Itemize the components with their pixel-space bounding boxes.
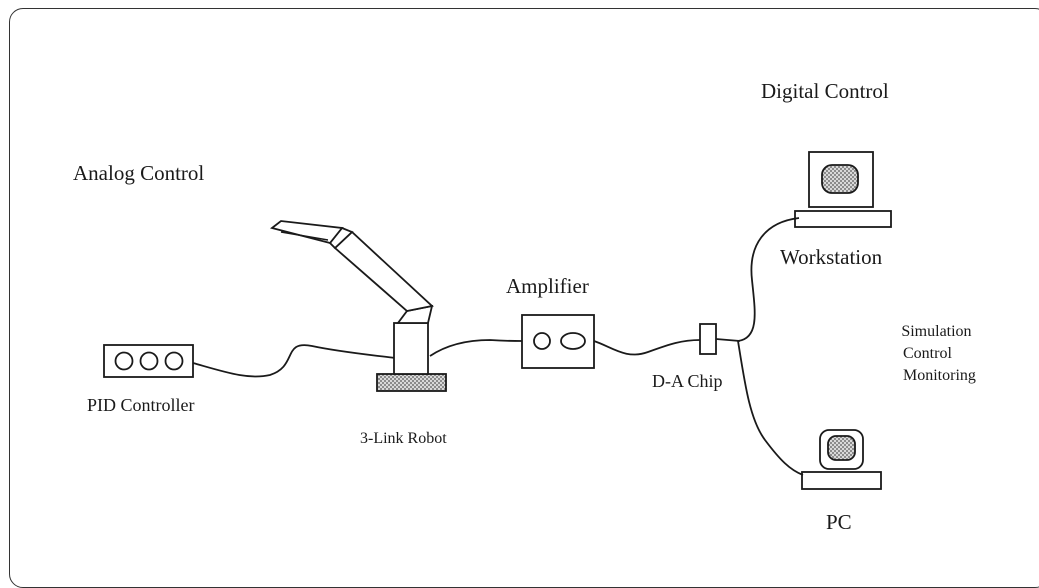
cable-chip-to-pc bbox=[737, 340, 804, 476]
robot-label: 3-Link Robot bbox=[360, 430, 447, 447]
cable-chip-to-workstation bbox=[737, 217, 800, 342]
cable-amplifier-to-chip bbox=[593, 339, 701, 356]
workstation-device bbox=[794, 151, 892, 228]
pc-device bbox=[801, 429, 882, 490]
pid-controller-label: PID Controller bbox=[87, 395, 195, 415]
pc-label: PC bbox=[826, 510, 852, 534]
digital-control-label: Digital Control bbox=[761, 79, 889, 103]
robot-arm bbox=[270, 220, 447, 392]
cable-pid-to-robot bbox=[192, 344, 396, 378]
cable-robot-to-amplifier bbox=[429, 339, 523, 357]
amplifier-label: Amplifier bbox=[506, 274, 589, 298]
da-chip-device bbox=[699, 323, 717, 355]
function-control: Control bbox=[903, 345, 952, 362]
analog-control-label: Analog Control bbox=[73, 161, 205, 185]
pid-controller-device bbox=[103, 344, 194, 378]
function-monitoring: Monitoring bbox=[903, 367, 976, 384]
amplifier-device bbox=[521, 314, 595, 369]
function-list: Simulation Control Monitoring bbox=[897, 321, 976, 387]
workstation-label: Workstation bbox=[780, 245, 883, 269]
da-chip-label: D-A Chip bbox=[652, 371, 723, 391]
function-simulation: Simulation bbox=[901, 323, 972, 340]
chip-lead bbox=[715, 338, 741, 342]
